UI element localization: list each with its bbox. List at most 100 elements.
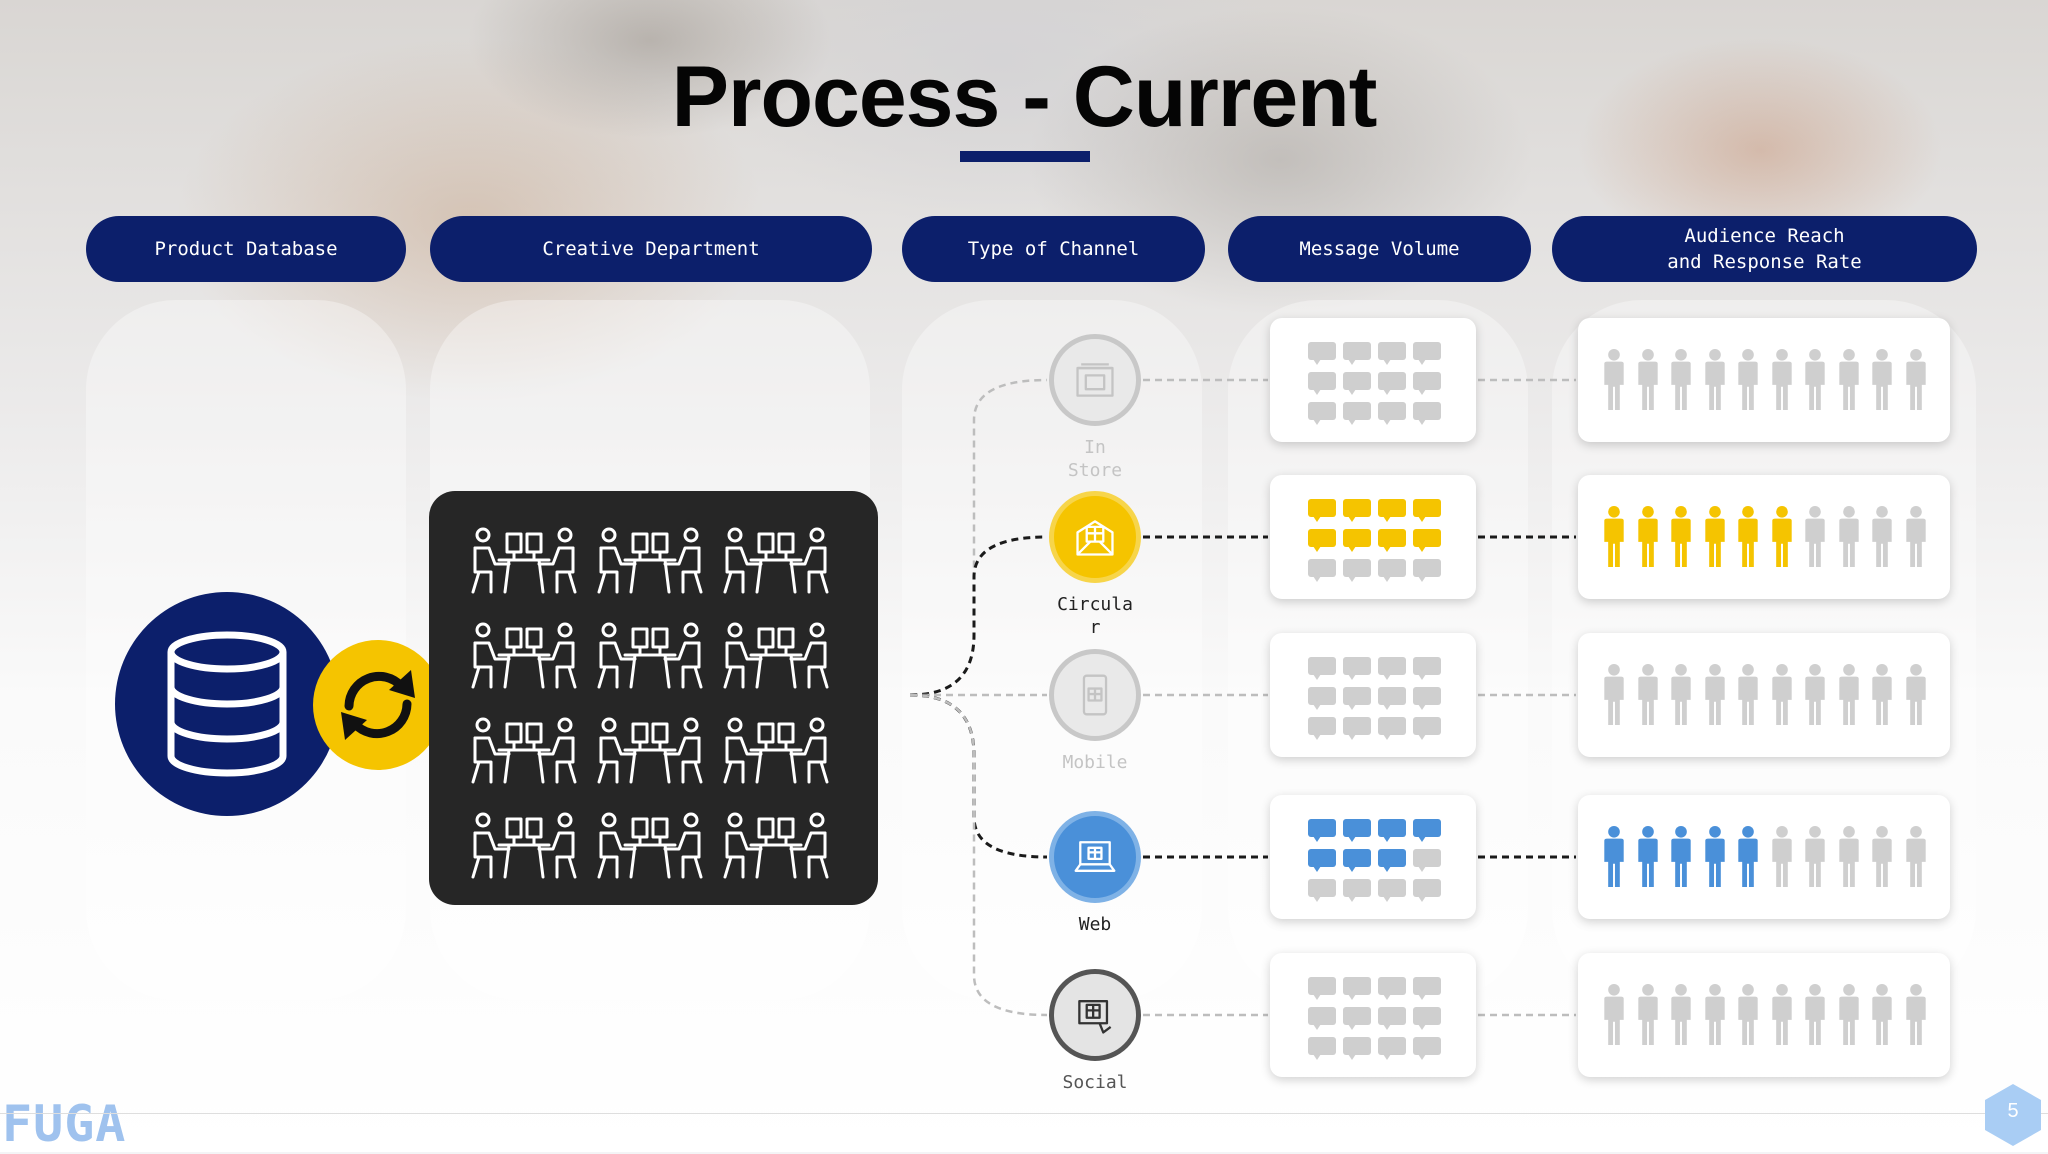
- message-bubble-icon: [1378, 717, 1406, 740]
- person-icon: [1768, 505, 1796, 573]
- message-bubble-icon: [1378, 402, 1406, 425]
- message-bubble-icon: [1413, 849, 1441, 872]
- audience-reach-card: [1578, 795, 1950, 919]
- message-volume-card: [1270, 953, 1476, 1077]
- channel-icon-circle: [1049, 334, 1141, 426]
- person-icon: [1667, 983, 1695, 1051]
- person-icon: [1868, 348, 1896, 416]
- team-meeting-icon: [595, 621, 705, 695]
- creative-team-panel: [429, 491, 878, 905]
- message-bubble-icon: [1378, 687, 1406, 710]
- channel-icon-circle: [1049, 649, 1141, 741]
- message-bubble-icon: [1378, 499, 1406, 522]
- team-meeting-icon: [721, 716, 831, 790]
- team-meeting-icon: [469, 526, 579, 600]
- envelope-gift-icon: [1072, 514, 1118, 560]
- connector-branch: [909, 693, 1048, 1017]
- message-bubble-icon: [1308, 849, 1336, 872]
- column-header-type-of-channel: Type of Channel: [902, 216, 1205, 282]
- message-bubble-icon: [1343, 529, 1371, 552]
- person-icon: [1734, 983, 1762, 1051]
- message-bubble-icon: [1413, 879, 1441, 902]
- person-icon: [1734, 505, 1762, 573]
- channel-label: Mobile: [1062, 752, 1128, 773]
- team-meeting-icon: [595, 811, 705, 885]
- person-icon: [1634, 983, 1662, 1051]
- person-icon: [1835, 825, 1863, 893]
- team-meeting-icon: [721, 526, 831, 600]
- message-bubble-icon: [1378, 977, 1406, 1000]
- team-meeting-icon: [721, 811, 831, 885]
- person-icon: [1634, 825, 1662, 893]
- person-icon: [1667, 663, 1695, 731]
- team-meeting-icon: [595, 526, 705, 600]
- message-volume-card: [1270, 633, 1476, 757]
- database-icon: [167, 631, 287, 777]
- message-bubble-icon: [1413, 977, 1441, 1000]
- message-bubble-icon: [1343, 717, 1371, 740]
- message-bubble-icon: [1413, 687, 1441, 710]
- channel-label: In Store: [1067, 437, 1123, 481]
- column-background-channel: [902, 300, 1202, 1000]
- person-icon: [1801, 348, 1829, 416]
- person-icon: [1902, 505, 1930, 573]
- message-bubble-icon: [1378, 879, 1406, 902]
- message-bubble-icon: [1308, 402, 1336, 425]
- audience-reach-card: [1578, 953, 1950, 1077]
- message-bubble-icon: [1343, 342, 1371, 365]
- message-bubble-icon: [1308, 529, 1336, 552]
- message-bubble-icon: [1378, 819, 1406, 842]
- person-icon: [1835, 348, 1863, 416]
- channel-label: Circula r: [1057, 594, 1133, 638]
- person-icon: [1600, 983, 1628, 1051]
- person-icon: [1701, 505, 1729, 573]
- person-icon: [1734, 348, 1762, 416]
- message-bubble-icon: [1308, 499, 1336, 522]
- message-bubble-icon: [1343, 499, 1371, 522]
- person-icon: [1835, 663, 1863, 731]
- person-icon: [1902, 348, 1930, 416]
- person-icon: [1902, 663, 1930, 731]
- message-bubble-icon: [1413, 819, 1441, 842]
- person-icon: [1634, 348, 1662, 416]
- team-meeting-icon: [721, 621, 831, 695]
- message-bubble-icon: [1378, 559, 1406, 582]
- message-volume-card: [1270, 318, 1476, 442]
- message-bubble-icon: [1308, 559, 1336, 582]
- message-bubble-icon: [1308, 717, 1336, 740]
- person-icon: [1667, 825, 1695, 893]
- message-bubble-icon: [1413, 717, 1441, 740]
- person-icon: [1701, 348, 1729, 416]
- connector-branch: [909, 378, 1048, 697]
- message-bubble-icon: [1378, 657, 1406, 680]
- message-bubble-icon: [1378, 342, 1406, 365]
- person-icon: [1734, 663, 1762, 731]
- message-bubble-icon: [1343, 687, 1371, 710]
- person-icon: [1634, 663, 1662, 731]
- column-header-message-volume: Message Volume: [1228, 216, 1531, 282]
- channel-icon-circle: [1049, 491, 1141, 583]
- person-icon: [1701, 825, 1729, 893]
- person-icon: [1667, 348, 1695, 416]
- channel-icon-circle: [1049, 811, 1141, 903]
- message-bubble-icon: [1413, 342, 1441, 365]
- message-bubble-icon: [1378, 529, 1406, 552]
- message-bubble-icon: [1308, 1037, 1336, 1060]
- person-icon: [1835, 505, 1863, 573]
- person-icon: [1600, 348, 1628, 416]
- column-header-product-database: Product Database: [86, 216, 406, 282]
- message-bubble-icon: [1343, 849, 1371, 872]
- message-bubble-icon: [1308, 342, 1336, 365]
- person-icon: [1701, 663, 1729, 731]
- message-bubble-icon: [1413, 657, 1441, 680]
- message-bubble-icon: [1378, 849, 1406, 872]
- message-bubble-icon: [1413, 402, 1441, 425]
- person-icon: [1600, 663, 1628, 731]
- connector-branch: [909, 693, 1048, 859]
- person-icon: [1768, 348, 1796, 416]
- person-icon: [1801, 505, 1829, 573]
- channel-label: Web: [1078, 914, 1112, 935]
- title-underline: [960, 151, 1090, 162]
- team-meeting-icon: [595, 716, 705, 790]
- column-header-creative-department: Creative Department: [430, 216, 872, 282]
